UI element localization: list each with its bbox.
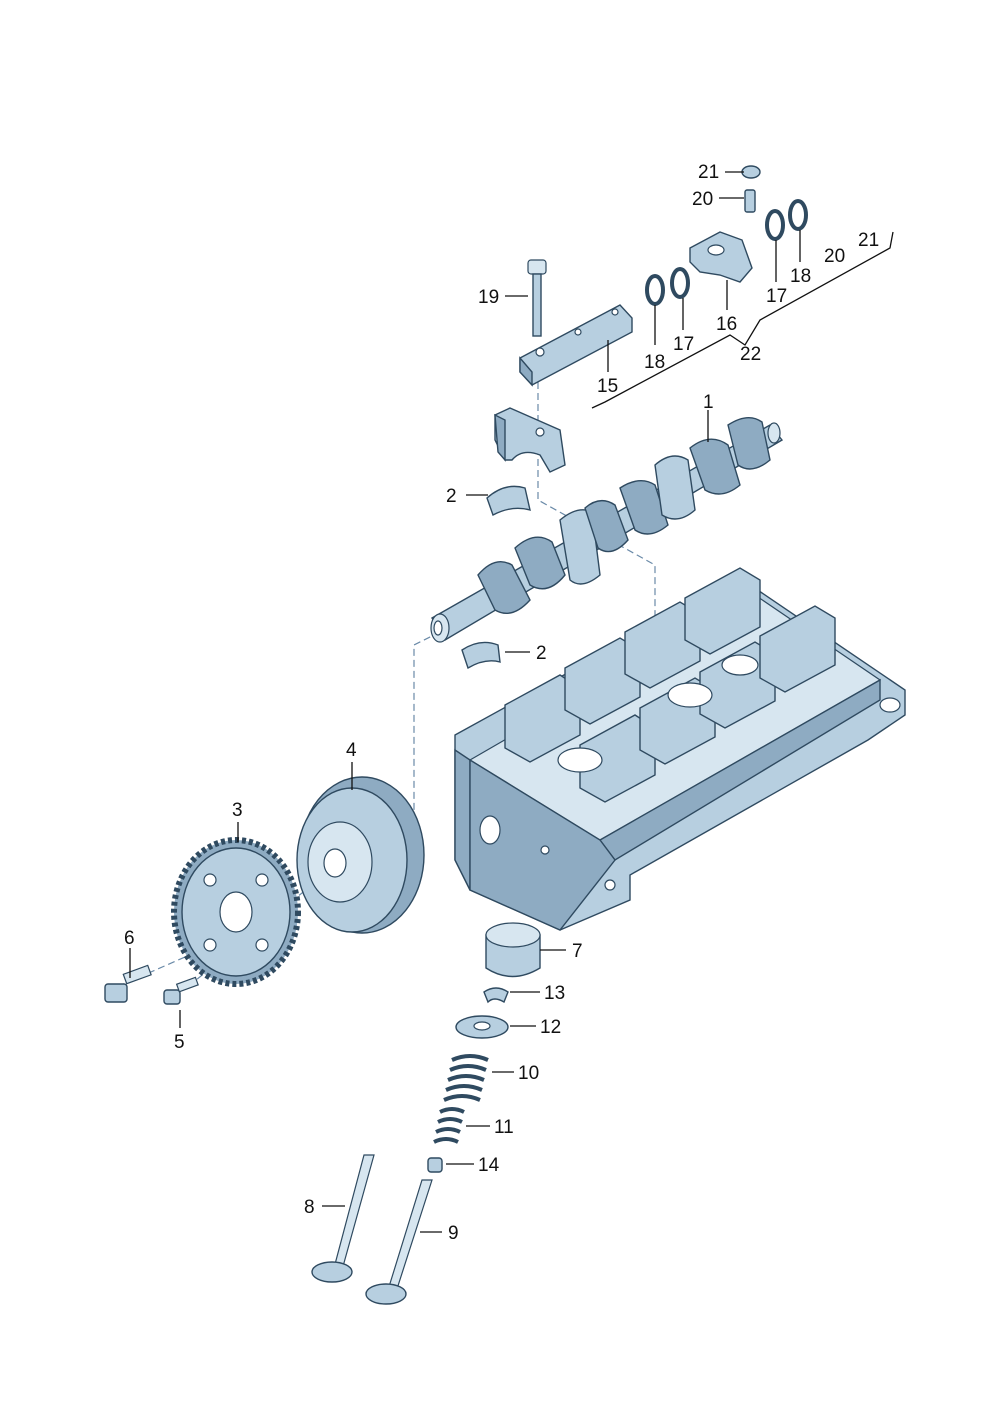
- hub-bolt-small: [163, 976, 199, 1005]
- callout-7: 7: [572, 941, 583, 962]
- callout-leader-lines: [129, 171, 894, 1233]
- long-bolt: [527, 259, 547, 337]
- washer-right: [765, 209, 785, 241]
- callout-21-group: 21: [858, 230, 879, 251]
- callout-6: 6: [124, 928, 135, 949]
- callout-17-right: 17: [766, 286, 787, 307]
- inner-valve-spring: [433, 1107, 465, 1144]
- hydraulic-tappet: [485, 922, 541, 978]
- callout-16: 16: [716, 314, 737, 335]
- callout-10: 10: [518, 1063, 539, 1084]
- callout-18-left: 18: [644, 352, 665, 373]
- bearing-shell-lower: [461, 641, 501, 670]
- callout-13: 13: [544, 983, 565, 1004]
- callout-17-left: 17: [673, 334, 694, 355]
- callout-11: 11: [494, 1117, 514, 1138]
- bearing-shell-upper: [486, 485, 531, 516]
- hub-bolt-large: [104, 964, 152, 1003]
- exhaust-valve: [365, 1179, 433, 1305]
- callout-2-upper: 2: [446, 486, 457, 507]
- camshaft-sprocket: [171, 837, 301, 987]
- callout-4: 4: [346, 740, 357, 761]
- callout-15: 15: [597, 376, 618, 397]
- callout-12: 12: [540, 1017, 561, 1038]
- callout-2-lower: 2: [536, 643, 547, 664]
- washer-left: [670, 267, 690, 299]
- spring-plate: [455, 1015, 509, 1039]
- inlet-valve: [311, 1154, 375, 1283]
- circlip-left: [645, 274, 665, 306]
- callout-21-nut: 21: [698, 162, 719, 183]
- valve-stem-seal: [427, 1157, 443, 1173]
- camshaft: [430, 417, 784, 643]
- callout-3: 3: [232, 800, 243, 821]
- camshaft-lobes: [477, 417, 771, 614]
- callout-20-screw: 20: [692, 189, 713, 210]
- callout-8: 8: [304, 1197, 315, 1218]
- callout-1: 1: [703, 392, 714, 413]
- outer-valve-spring: [443, 1054, 489, 1102]
- rocker-bracket: [689, 231, 753, 283]
- callout-5: 5: [174, 1032, 185, 1053]
- callout-20-group: 20: [824, 246, 845, 267]
- callout-22: 22: [740, 344, 761, 365]
- callout-14: 14: [478, 1155, 500, 1176]
- camshaft-hub: [296, 776, 425, 934]
- circlip-right: [788, 199, 808, 231]
- cylinder-head: [454, 567, 906, 931]
- callout-19: 19: [478, 287, 499, 308]
- callout-9: 9: [448, 1223, 459, 1244]
- bearing-cap: [494, 407, 566, 473]
- valve-cotters: [483, 987, 509, 1004]
- lock-nut: [741, 165, 761, 179]
- head-bearing-pedestals: [504, 567, 836, 803]
- rocker-shaft: [519, 304, 633, 387]
- callout-labels: 1 2 2 3 4 5 6 7 8 9 10 11 12 13 14 15 16…: [124, 162, 879, 1244]
- adjusting-screw: [744, 189, 756, 213]
- callout-18-right: 18: [790, 266, 811, 287]
